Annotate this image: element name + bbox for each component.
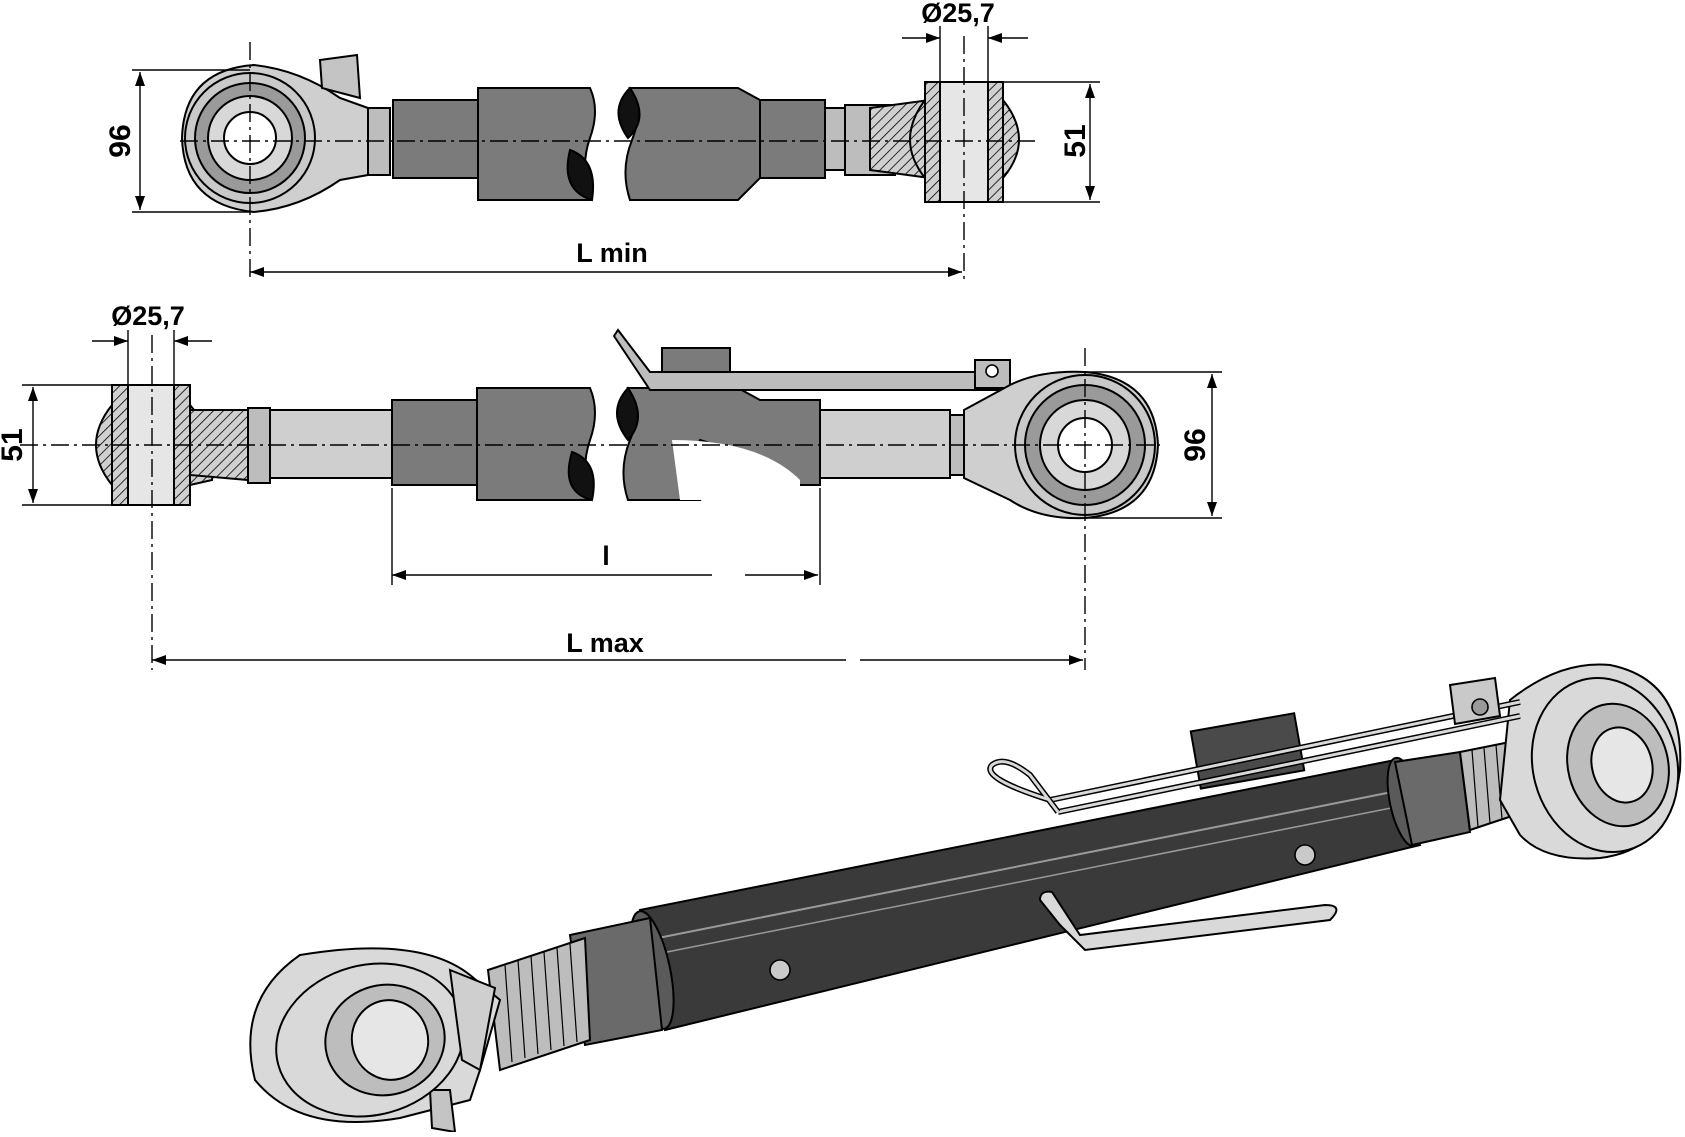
dim-l-small-label: l [602, 541, 610, 571]
iso-right-ball-eye [1498, 663, 1682, 860]
top-dim-51: 51 [1003, 81, 1100, 203]
middle-dim-96-label: 96 [1179, 428, 1212, 461]
top-right-ball-joint [844, 81, 1020, 203]
top-link-min-view: 96 51 Ø25,7 L min [104, 0, 1100, 280]
dim-l-max: L max [152, 628, 1083, 665]
iso-left-thread [486, 936, 592, 1072]
top-dim-51-label: 51 [1059, 124, 1092, 157]
top-tube-right [617, 86, 846, 201]
top-dim-diameter-label: Ø25,7 [921, 0, 995, 28]
dim-l-min-label: L min [576, 238, 648, 268]
dim-l-small: l [391, 488, 821, 585]
iso-main-tube [629, 756, 1424, 1032]
dim-l-min: L min [250, 238, 962, 277]
middle-dim-diameter-label: Ø25,7 [111, 301, 185, 331]
top-dim-96-label: 96 [104, 124, 137, 157]
middle-dim-diameter: Ø25,7 [92, 301, 212, 385]
middle-rod-left [269, 409, 393, 479]
iso-locking-lever [987, 676, 1521, 815]
middle-dim-51: 51 [0, 384, 128, 506]
iso-right-thread [1458, 740, 1517, 832]
middle-link-max-view: Ø25,7 51 96 l [0, 301, 1222, 670]
middle-tube-left [391, 387, 596, 502]
middle-tube-right [616, 386, 821, 501]
top-tube-left [392, 87, 596, 202]
dim-l-max-label: L max [566, 628, 644, 658]
middle-locking-lever [612, 328, 1011, 391]
top-dim-diameter: Ø25,7 [902, 0, 1028, 82]
middle-dim-51-label: 51 [0, 428, 29, 461]
iso-left-ball-eye [249, 947, 502, 1134]
iso-right-sleeve [1393, 750, 1472, 847]
top-left-ball-eye [180, 53, 391, 214]
middle-rod-right [819, 409, 951, 479]
top-dim-96: 96 [104, 69, 250, 213]
middle-dim-96: 96 [1085, 371, 1222, 519]
iso-handle [1038, 890, 1338, 952]
isometric-top-link [249, 663, 1682, 1134]
